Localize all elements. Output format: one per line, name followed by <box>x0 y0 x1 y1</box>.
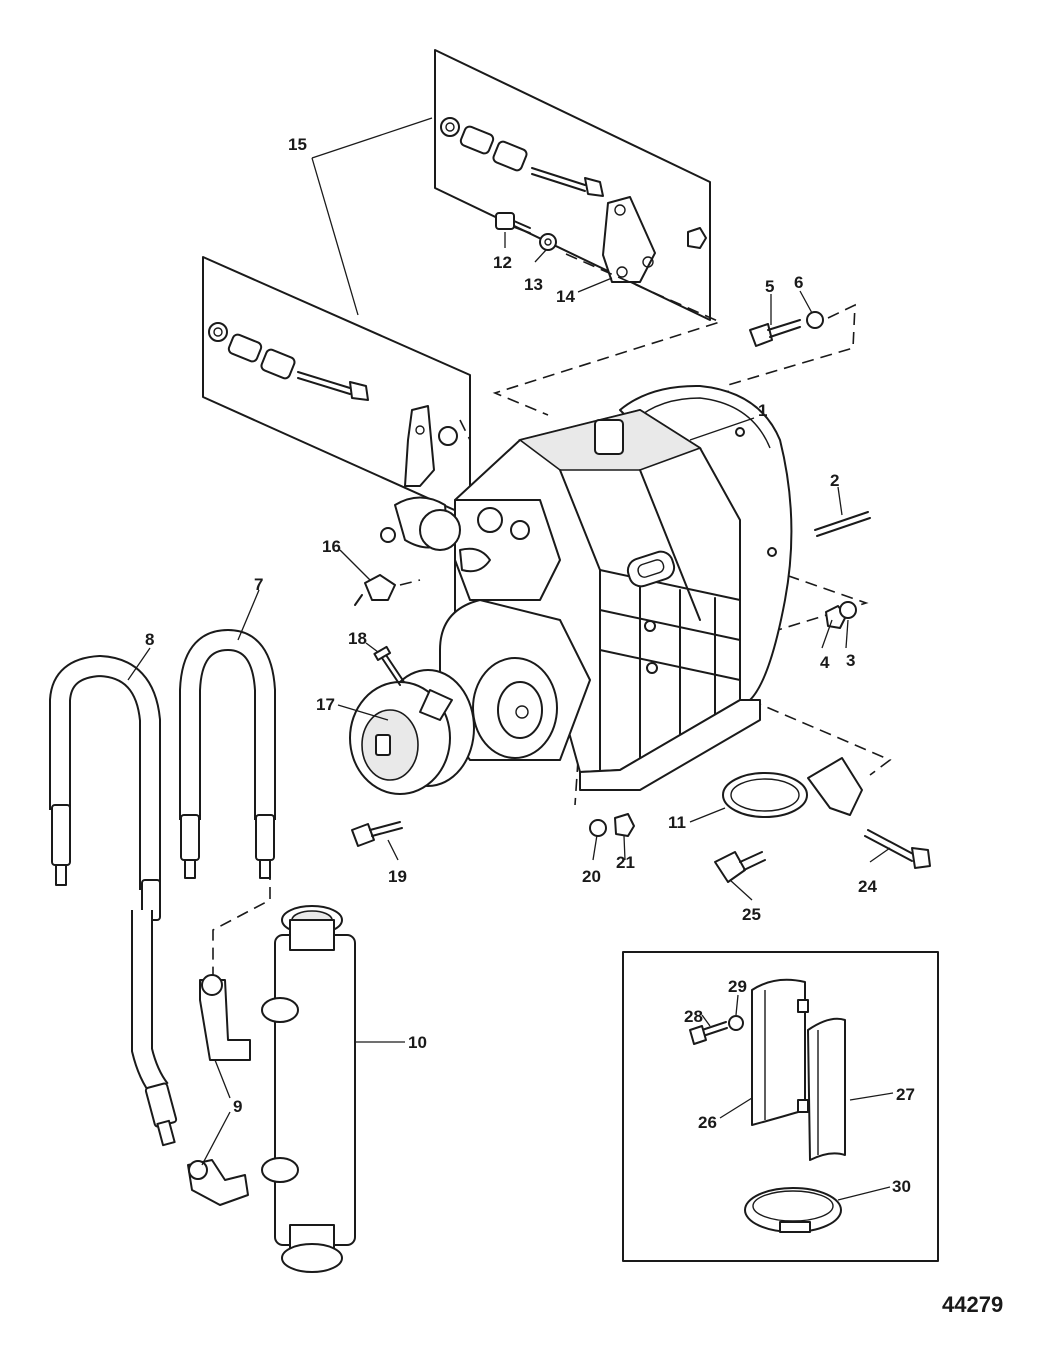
callout-16: 16 <box>322 537 341 556</box>
callout-24: 24 <box>858 877 877 896</box>
callout-3: 3 <box>846 651 855 670</box>
lower-mount-kit-panel <box>202 256 471 518</box>
callout-14: 14 <box>556 287 575 306</box>
hardware <box>351 311 931 1045</box>
callout-30: 30 <box>892 1177 911 1196</box>
upper-mount-kit-panel <box>434 49 711 321</box>
elbow-fittings <box>187 974 251 1206</box>
callout-18: 18 <box>348 629 367 648</box>
callout-4: 4 <box>820 653 830 672</box>
output-coupling <box>349 669 475 795</box>
callout-25: 25 <box>742 905 761 924</box>
callout-28: 28 <box>684 1007 703 1026</box>
callout-21: 21 <box>616 853 635 872</box>
callout-26: 26 <box>698 1113 717 1132</box>
callout-7: 7 <box>254 575 263 594</box>
callout-20: 20 <box>582 867 601 886</box>
callout-8: 8 <box>145 630 154 649</box>
callout-2: 2 <box>830 471 839 490</box>
callout-6: 6 <box>794 273 803 292</box>
oil-cooler <box>261 905 356 1273</box>
callout-15: 15 <box>288 135 307 154</box>
callout-5: 5 <box>765 277 774 296</box>
callout-27: 27 <box>896 1085 915 1104</box>
inset-shield-kit <box>622 951 939 1262</box>
callout-1: 1 <box>758 401 767 420</box>
leader-lines <box>127 232 894 1201</box>
callout-17: 17 <box>316 695 335 714</box>
callout-12: 12 <box>493 253 512 272</box>
callout-29: 29 <box>728 977 747 996</box>
callout-labels: 1 2 3 4 5 6 7 8 9 10 11 12 13 14 15 16 1… <box>145 135 915 1196</box>
callout-13: 13 <box>524 275 543 294</box>
cooler-hoses <box>49 628 276 1147</box>
transmission-housing <box>380 384 793 791</box>
callout-10: 10 <box>408 1033 427 1052</box>
callout-11: 11 <box>668 813 686 832</box>
figure-number: 44279 <box>942 1292 1003 1317</box>
callout-19: 19 <box>388 867 407 886</box>
callout-9: 9 <box>233 1097 242 1116</box>
